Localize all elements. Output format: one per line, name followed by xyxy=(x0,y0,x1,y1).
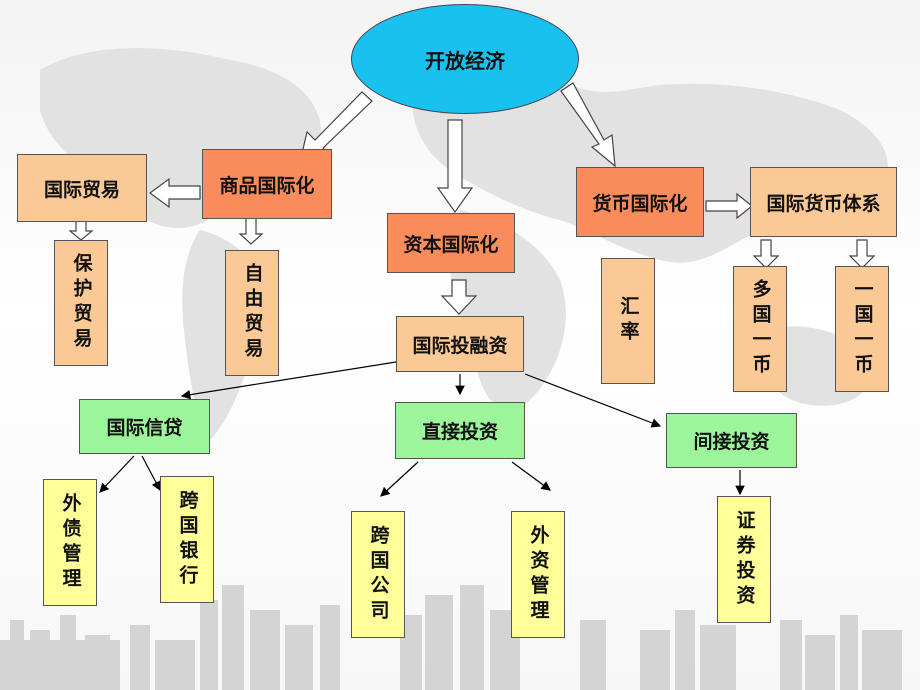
line-to-foreign-capital xyxy=(511,461,551,491)
block-arrow-to-currency xyxy=(560,82,616,168)
block-arrow-to-free-trade xyxy=(238,217,264,245)
line-to-intl-credit xyxy=(180,361,397,400)
capital-intl-node: 资本国际化 xyxy=(387,213,515,273)
one-country-currency-node: 一国一币 xyxy=(835,266,889,392)
free-trade-node: 自由贸易 xyxy=(225,250,279,376)
block-arrow-to-one xyxy=(848,239,876,269)
intl-trade-node: 国际贸易 xyxy=(17,154,147,222)
direct-investment-node: 直接投资 xyxy=(395,402,525,459)
line-to-indirect-investment xyxy=(524,373,662,428)
exchange-rate-node: 汇率 xyxy=(601,258,655,384)
open-economy-node: 开放经济 xyxy=(351,4,579,114)
line-to-multinational-company xyxy=(380,461,419,497)
block-arrow-to-investment-financing xyxy=(440,279,478,315)
foreign-debt-mgmt-node: 外债管理 xyxy=(43,479,97,606)
indirect-investment-node: 间接投资 xyxy=(666,413,797,468)
currency-intl-node: 货币国际化 xyxy=(576,167,704,237)
line-to-foreign-debt xyxy=(99,455,135,493)
securities-investment-node: 证券投资 xyxy=(717,496,771,623)
block-arrow-to-monetary-system xyxy=(705,192,753,220)
block-arrow-to-intl-trade xyxy=(148,177,201,209)
protective-trade-node: 保护贸易 xyxy=(54,240,108,366)
foreign-capital-mgmt-node: 外资管理 xyxy=(511,511,565,638)
intl-credit-node: 国际信贷 xyxy=(79,399,210,454)
commodity-intl-node: 商品国际化 xyxy=(202,149,332,219)
intl-monetary-system-node: 国际货币体系 xyxy=(750,167,897,237)
block-arrow-to-capital xyxy=(436,119,474,214)
line-to-multinational-bank xyxy=(141,455,161,492)
multinational-company-node: 跨国公司 xyxy=(351,511,405,638)
multi-country-currency-node: 多国一币 xyxy=(733,266,787,392)
multinational-bank-node: 跨国银行 xyxy=(160,476,214,603)
block-arrow-to-multi xyxy=(752,239,780,269)
intl-investment-financing-node: 国际投融资 xyxy=(396,316,524,372)
